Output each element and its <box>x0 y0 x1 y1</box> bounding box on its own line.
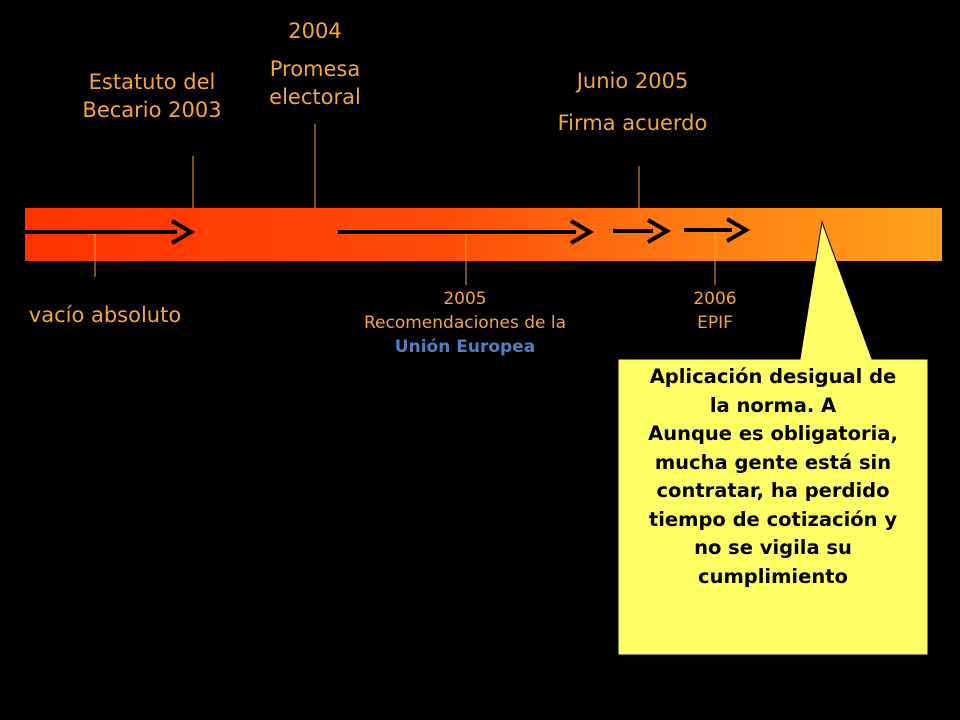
event-promesa-line2: electoral <box>269 85 361 109</box>
callout-line-4: mucha gente está sin <box>654 450 892 474</box>
event-epif-line1: EPIF <box>697 313 733 333</box>
callout-line-7: no se vigila su <box>694 536 852 559</box>
event-firma-date: Junio 2005 <box>576 69 689 93</box>
callout-line-5: contratar, ha perdido <box>656 479 890 502</box>
arrow-3 <box>613 218 671 244</box>
arrow-2 <box>338 219 594 245</box>
event-estatuto-line1: Estatuto del <box>88 70 216 94</box>
event-promesa-year: 2004 <box>288 19 342 43</box>
callout-line-1: Aplicación desigual de <box>649 365 897 388</box>
event-firma-line1: Firma acuerdo <box>557 111 708 135</box>
event-promesa-line1: Promesa <box>269 57 361 81</box>
callout-line-3: Aunque es obligatoria, <box>648 422 898 445</box>
event-recomendaciones-year: 2005 <box>443 289 487 309</box>
event-recomendaciones: 2005 Recomendaciones de la Unión Europea <box>340 287 590 359</box>
callout-shape <box>617 220 929 656</box>
arrow-1 <box>25 219 195 245</box>
event-promesa: 2004 Promesa electoral <box>240 17 390 111</box>
event-epif: 2006 EPIF <box>660 287 770 335</box>
event-vacio: vacío absoluto <box>10 301 200 329</box>
event-epif-year: 2006 <box>693 289 737 309</box>
event-recomendaciones-line1: Recomendaciones de la <box>363 313 567 333</box>
event-firma: Junio 2005 Firma acuerdo <box>540 67 725 137</box>
callout-text: Aplicación desigual de la norma. A Aunqu… <box>618 363 928 591</box>
event-estatuto-line2: Becario 2003 <box>82 98 222 122</box>
callout-line-2: la norma. A <box>709 393 837 417</box>
event-recomendaciones-line2: Unión Europea <box>394 337 536 357</box>
timeline-bar <box>25 208 942 261</box>
event-estatuto: Estatuto del Becario 2003 <box>72 68 232 124</box>
arrow-4 <box>684 217 750 243</box>
event-vacio-line1: vacío absoluto <box>28 303 182 327</box>
callout-line-6: tiempo de cotización y <box>648 507 898 531</box>
callout-line-8: cumplimiento <box>698 564 848 588</box>
